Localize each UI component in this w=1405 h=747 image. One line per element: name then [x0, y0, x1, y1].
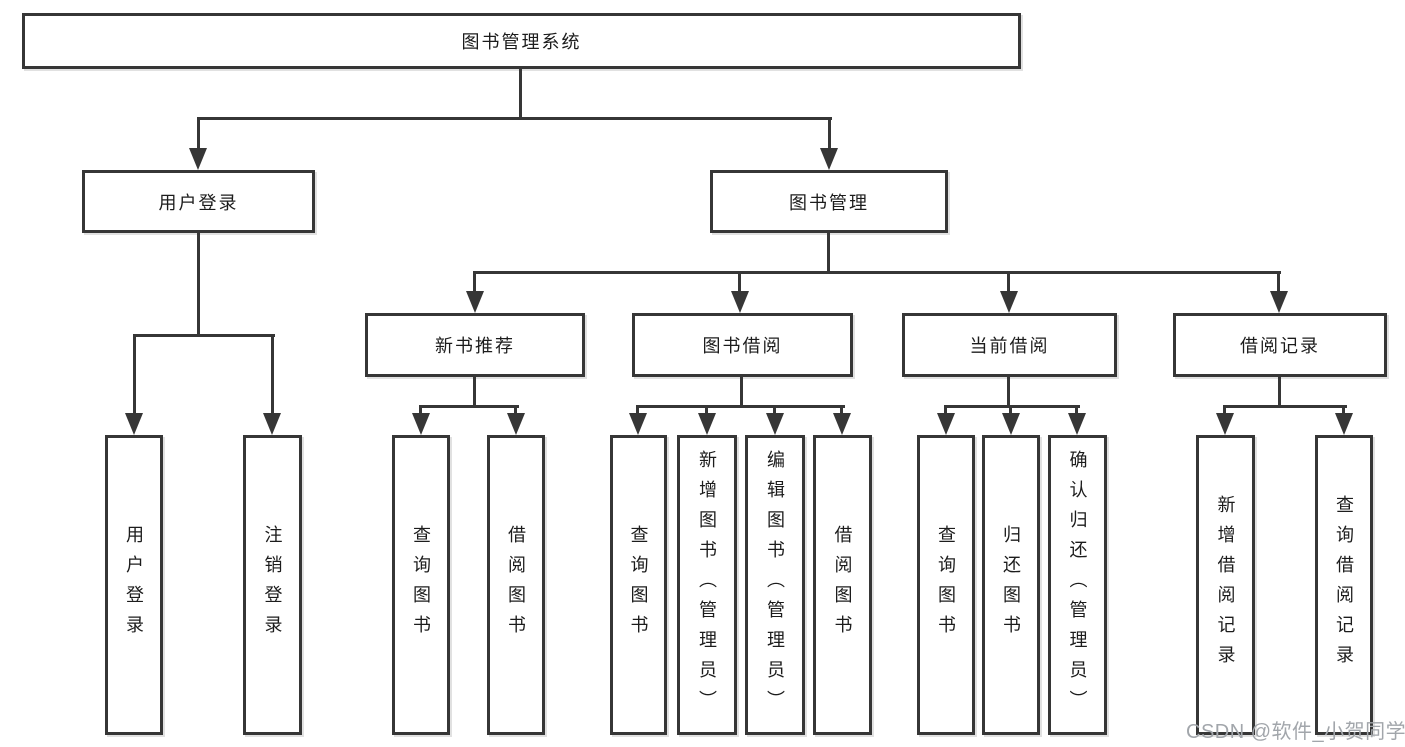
connector-root-stem: [519, 67, 522, 119]
connector-drop-leaf: [636, 405, 639, 417]
node-label: 用户登录: [158, 192, 239, 213]
arrowhead-book-management: [820, 148, 838, 170]
arrowhead-new-book: [466, 291, 484, 313]
arrowhead-leaf: [698, 413, 716, 435]
node-label: 图书借阅: [702, 336, 783, 356]
leaf-label: 查询图书: [628, 525, 649, 645]
watermark: CSDN @软件_小贺同学: [1186, 721, 1405, 743]
leaf-label: 查询图书: [936, 525, 956, 645]
connector-user-login-stem: [197, 231, 200, 335]
connector-drop-leaf: [1075, 405, 1078, 417]
leaf-user-login: 用户登录: [105, 435, 163, 735]
leaf-borrow-books: 借阅图书: [813, 435, 872, 735]
connector-drop-leaf: [840, 405, 843, 417]
node-label: 图书管理: [789, 192, 869, 213]
connector-drop-book-borrow: [738, 271, 741, 295]
connector-drop-leaf: [1342, 405, 1345, 417]
connector-drop-new-book: [473, 271, 476, 295]
connector-root-hbar: [197, 117, 832, 120]
arrowhead-leaf: [1068, 413, 1086, 435]
arrowhead-leaf: [1335, 413, 1353, 435]
arrowhead-leaf: [1216, 413, 1234, 435]
leaf-label: 注销登录: [262, 525, 283, 645]
connector-book-management-stem: [827, 231, 830, 273]
leaf-edit-books-admin: 编辑图书（管理员）: [745, 435, 805, 735]
arrowhead-leaf: [833, 413, 851, 435]
leaf-query-books-recommend: 查询图书: [392, 435, 450, 735]
connector-drop-user-login: [197, 117, 200, 153]
leaf-borrow-books-recommend: 借阅图书: [487, 435, 545, 735]
connector-drop-leaf: [705, 405, 708, 417]
node-book-management: 图书管理: [710, 170, 948, 233]
connector-borrow-records-stem: [1278, 375, 1281, 407]
node-user-login: 用户登录: [82, 170, 315, 233]
connector-book-borrow-hbar: [636, 405, 845, 408]
node-current-borrow: 当前借阅: [902, 313, 1117, 377]
connector-current-borrow-stem: [1007, 375, 1010, 407]
leaf-label: 用户登录: [124, 525, 144, 645]
connector-drop-leaf: [773, 405, 776, 417]
connector-drop-leaf: [944, 405, 947, 417]
connector-drop-leaf: [1223, 405, 1226, 417]
connector-user-login-hbar: [133, 334, 275, 337]
connector-drop-leaf: [514, 405, 517, 417]
arrowhead-leaf: [412, 413, 430, 435]
arrowhead-leaf: [507, 413, 525, 435]
leaf-label: 查询借阅记录: [1334, 495, 1354, 675]
connector-drop-leaf-logout: [271, 334, 274, 415]
arrowhead-user-login: [189, 148, 207, 170]
leaf-label: 确认归还（管理员）: [1067, 450, 1088, 720]
leaf-query-borrow-record: 查询借阅记录: [1315, 435, 1373, 735]
arrowhead-leaf: [1002, 413, 1020, 435]
leaf-query-books-current: 查询图书: [917, 435, 975, 735]
node-new-book-recommend: 新书推荐: [365, 313, 585, 377]
node-borrow-records: 借阅记录: [1173, 313, 1387, 377]
leaf-label: 归还图书: [1001, 525, 1021, 645]
arrowhead-current-borrow: [1000, 291, 1018, 313]
arrowhead-leaf: [629, 413, 647, 435]
leaf-confirm-return-admin: 确认归还（管理员）: [1048, 435, 1107, 735]
leaf-label: 新增借阅记录: [1215, 495, 1236, 675]
arrowhead-leaf-logout: [263, 413, 281, 435]
leaf-label: 编辑图书（管理员）: [765, 450, 785, 720]
connector-new-book-hbar: [419, 405, 519, 408]
connector-borrow-records-hbar: [1223, 405, 1347, 408]
node-label: 图书管理系统: [461, 32, 582, 52]
connector-current-borrow-hbar: [944, 405, 1080, 408]
leaf-label: 新增图书（管理员）: [697, 450, 717, 720]
leaf-add-books-admin: 新增图书（管理员）: [677, 435, 737, 735]
arrowhead-borrow-records: [1270, 291, 1288, 313]
connector-book-management-hbar: [473, 271, 1281, 274]
node-label: 新书推荐: [435, 336, 515, 356]
leaf-label: 借阅图书: [506, 525, 526, 645]
connector-drop-leaf: [1009, 405, 1012, 417]
arrowhead-book-borrow: [731, 291, 749, 313]
connector-drop-leaf: [419, 405, 422, 417]
arrowhead-leaf: [937, 413, 955, 435]
connector-book-borrow-stem: [740, 375, 743, 407]
leaf-return-books: 归还图书: [982, 435, 1040, 735]
node-label: 借阅记录: [1240, 336, 1320, 356]
connector-drop-leaf-user-login: [133, 334, 136, 415]
node-book-borrow: 图书借阅: [632, 313, 853, 377]
node-label: 当前借阅: [969, 336, 1050, 356]
leaf-query-books-borrow: 查询图书: [610, 435, 667, 735]
connector-drop-current-borrow: [1007, 271, 1010, 295]
connector-drop-book-management: [828, 117, 831, 153]
leaf-add-borrow-record: 新增借阅记录: [1196, 435, 1255, 735]
arrowhead-leaf-user-login: [125, 413, 143, 435]
leaf-label: 查询图书: [411, 525, 431, 645]
leaf-label: 借阅图书: [832, 525, 853, 645]
connector-drop-borrow-records: [1277, 271, 1280, 295]
connector-new-book-stem: [473, 375, 476, 407]
node-library-management-system: 图书管理系统: [22, 13, 1021, 69]
arrowhead-leaf: [766, 413, 784, 435]
leaf-logout: 注销登录: [243, 435, 302, 735]
